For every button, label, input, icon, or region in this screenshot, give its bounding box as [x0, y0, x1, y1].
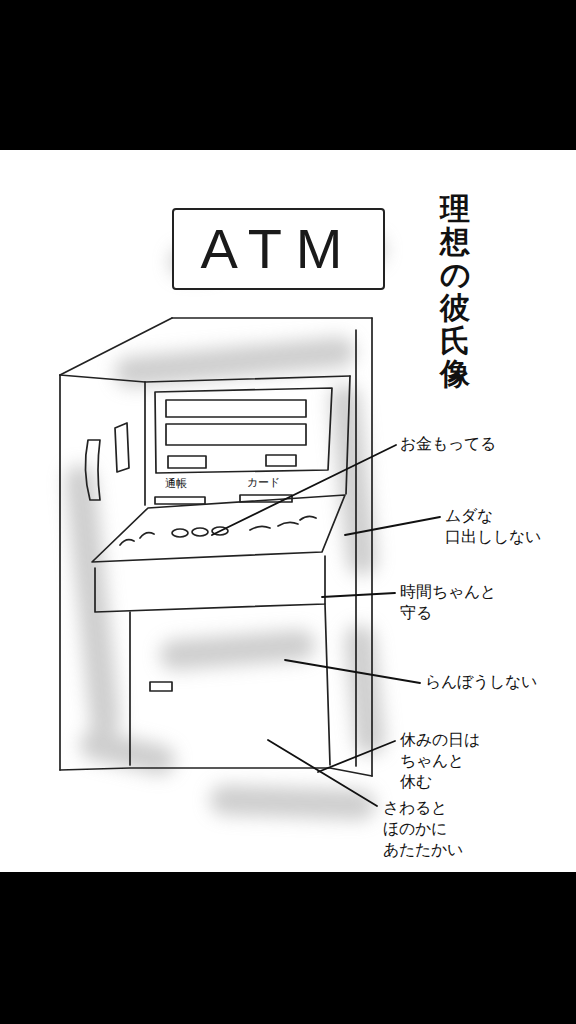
black-band — [0, 0, 576, 150]
atm-outline — [266, 455, 296, 466]
callout-text: お金もってる — [400, 433, 496, 454]
leader-line — [285, 660, 420, 683]
gray-shading — [80, 240, 370, 805]
atm-outline — [346, 376, 350, 494]
atm-outline — [168, 456, 206, 468]
atm-outline — [60, 375, 145, 382]
leader-line — [322, 593, 395, 597]
atm-outline — [85, 440, 100, 500]
sign-text: ATM — [200, 221, 356, 277]
gray-shading — [360, 640, 370, 740]
atm-outline — [355, 330, 357, 766]
black-band — [0, 872, 576, 1024]
atm-outline — [150, 682, 172, 691]
gray-shading — [95, 745, 160, 760]
callout-text: 休みの日は ちゃんと 休む — [400, 729, 480, 792]
atm-outline — [60, 318, 172, 375]
atm-outline — [129, 612, 131, 765]
leader-line — [268, 740, 377, 806]
sign-box: ATM — [172, 208, 385, 290]
atm-outline — [95, 556, 325, 612]
atm-outline — [300, 516, 316, 520]
atm-outline — [325, 604, 330, 765]
gray-shading — [130, 352, 340, 372]
gray-shading — [225, 800, 360, 805]
atm-outline — [166, 424, 306, 445]
leader-line — [318, 741, 395, 772]
leader-line — [212, 445, 396, 535]
callout-text: さわると ほのかに あたたかい — [383, 797, 463, 860]
callout-text: ムダな 口出ししない — [445, 505, 541, 547]
atm-outline — [371, 318, 373, 776]
atm-outline — [144, 382, 146, 505]
callout-text: らんぼうしない — [425, 671, 537, 692]
atm-outline — [278, 522, 298, 526]
atm-outline — [172, 529, 188, 537]
atm-outline — [145, 376, 350, 382]
atm-outline — [59, 375, 61, 770]
atm-outline — [92, 495, 345, 562]
gray-shading — [175, 645, 300, 655]
slot-label: カード — [247, 476, 280, 489]
atm-outline — [155, 497, 205, 504]
atm-outline — [172, 317, 372, 319]
gray-shading — [80, 480, 105, 720]
leader-line — [345, 517, 440, 535]
atm-outline — [60, 318, 372, 776]
callout-text: 時間ちゃんと 守る — [400, 581, 496, 623]
atm-outline — [120, 540, 134, 545]
atm-outline — [192, 528, 208, 536]
atm-outline — [155, 388, 332, 473]
atm-outline — [250, 526, 270, 530]
atm-outline — [166, 400, 306, 417]
slot-label: 通帳 — [165, 477, 187, 490]
atm-outline — [115, 423, 129, 472]
atm-outline — [140, 533, 154, 538]
title: 理想の彼氏像 — [440, 192, 470, 390]
